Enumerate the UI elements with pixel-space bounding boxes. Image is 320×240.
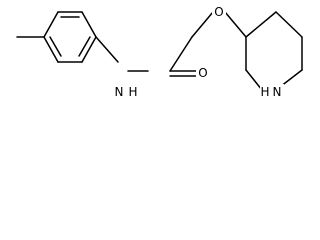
ring-nitrogen-bg xyxy=(260,84,284,100)
bond-ring-2 xyxy=(81,11,97,38)
ether-oxygen-bg xyxy=(212,4,226,20)
bond-carbonyl-ch2 xyxy=(169,36,193,72)
piperidine-ring xyxy=(245,11,303,91)
molecule-diagram: O O N H H N xyxy=(16,4,303,100)
bond-pip-5 xyxy=(245,69,263,91)
bond-ring-5 xyxy=(43,36,59,63)
bond-ring-3 xyxy=(81,36,97,63)
ring-hydrogen-label: H xyxy=(260,85,269,99)
bond-ch2-o xyxy=(191,11,214,38)
bond-o-c3 xyxy=(224,11,247,38)
ring-nitrogen-label: N xyxy=(273,85,282,99)
carbonyl-oxygen-label: O xyxy=(198,66,207,80)
bond-pip-2 xyxy=(275,11,303,38)
amide-hydrogen-label: H xyxy=(128,85,137,99)
amide-nitrogen-bg xyxy=(112,84,126,100)
carbonyl-oxygen-bg xyxy=(196,65,210,81)
amide-nitrogen-label: N xyxy=(115,85,124,99)
bond-aryl-nh xyxy=(95,36,119,63)
benzene-ring xyxy=(43,11,97,63)
ether-oxygen-label: O xyxy=(214,5,223,19)
bond-pip-1 xyxy=(245,11,277,38)
bond-ring-inner-2 xyxy=(78,36,91,57)
bond-ring-6 xyxy=(43,11,59,38)
bond-ring-inner-3 xyxy=(49,36,62,57)
